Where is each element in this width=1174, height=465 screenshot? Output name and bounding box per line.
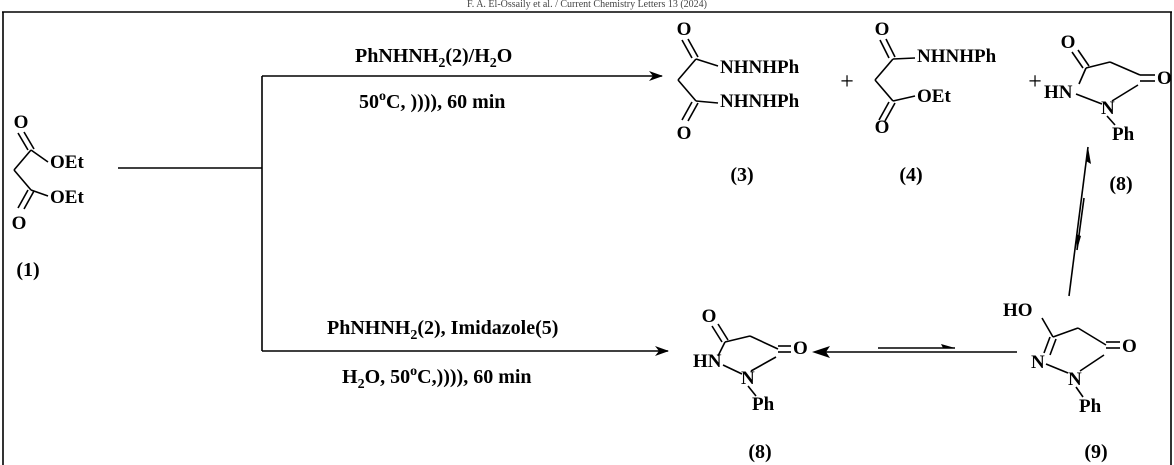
svg-text:O: O <box>12 213 27 234</box>
svg-text:O: O <box>677 123 692 144</box>
label-1: (1) <box>16 259 39 281</box>
svg-text:OEt: OEt <box>50 152 84 173</box>
branch-lines <box>118 76 263 351</box>
svg-text:HN: HN <box>693 351 722 372</box>
equilibrium-arrows-horizontal <box>812 344 1017 358</box>
compound-9: HO O N N Ph (9) <box>1003 300 1137 463</box>
svg-text:Ph: Ph <box>1112 124 1135 145</box>
svg-text:HO: HO <box>1003 300 1033 321</box>
svg-text:Ph: Ph <box>752 394 775 415</box>
lower-reagent: PhNHNH2(2), Imidazole(5) <box>327 317 558 343</box>
svg-text:N: N <box>1031 352 1045 373</box>
svg-text:N: N <box>1068 369 1082 390</box>
equilibrium-arrows-vertical <box>1068 146 1091 297</box>
upper-reagent: PhNHNH2(2)/H2O <box>355 45 512 71</box>
label-9: (9) <box>1084 441 1107 463</box>
svg-text:O: O <box>14 112 29 133</box>
lower-conditions: H2O, 50oC,)))), 60 min <box>342 364 532 392</box>
label-8-bottom: (8) <box>748 441 771 463</box>
compound-3: O NHNHPh NHNHPh O (3) <box>677 19 800 186</box>
svg-text:O: O <box>1157 68 1172 89</box>
svg-text:OEt: OEt <box>50 187 84 208</box>
label-8-top: (8) <box>1109 173 1132 195</box>
svg-text:O: O <box>1061 32 1076 53</box>
svg-text:O: O <box>677 19 692 40</box>
upper-conditions: 50oC, )))), 60 min <box>359 89 505 113</box>
svg-text:O: O <box>1122 336 1137 357</box>
svg-text:O: O <box>702 306 717 327</box>
svg-text:N: N <box>1101 98 1115 119</box>
svg-text:HN: HN <box>1044 82 1073 103</box>
svg-text:OEt: OEt <box>917 86 951 107</box>
plus-sign-2: + <box>1028 69 1042 95</box>
svg-text:NHNHPh: NHNHPh <box>720 57 800 78</box>
svg-text:NHNHPh: NHNHPh <box>917 46 997 67</box>
svg-text:O: O <box>875 117 890 138</box>
svg-text:Ph: Ph <box>1079 396 1102 417</box>
svg-text:O: O <box>793 338 808 359</box>
label-4: (4) <box>899 164 922 186</box>
svg-text:O: O <box>875 19 890 40</box>
label-3: (3) <box>730 164 753 186</box>
compound-8-bottom: O O HN N Ph (8) <box>693 306 808 463</box>
compound-4: O NHNHPh OEt O (4) <box>874 19 997 186</box>
svg-text:N: N <box>741 368 755 389</box>
running-header: F. A. El-Ossaily et al. / Current Chemis… <box>467 0 707 10</box>
plus-sign-1: + <box>840 69 854 95</box>
compound-1: O OEt OEt O (1) <box>12 112 85 281</box>
compound-8-top: O O HN N Ph (8) <box>1044 32 1172 195</box>
svg-text:NHNHPh: NHNHPh <box>720 91 800 112</box>
